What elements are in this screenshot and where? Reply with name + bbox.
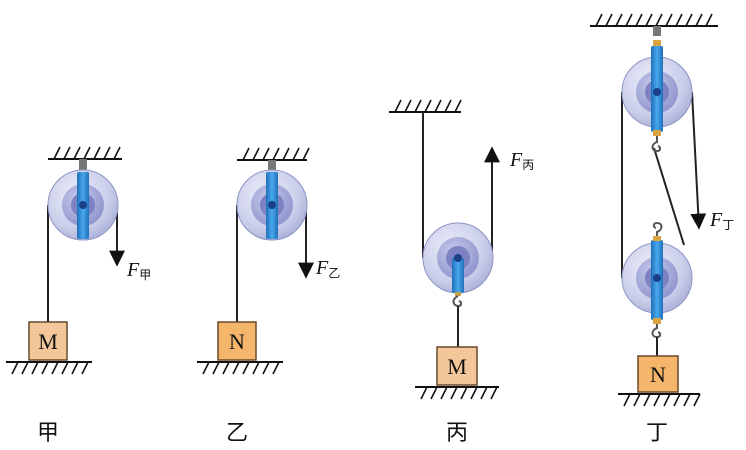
block-label-yi: N xyxy=(229,329,245,354)
caption-yi: 乙 xyxy=(226,421,248,446)
caption-bing: 丙 xyxy=(446,421,468,446)
pull-arrow-ding xyxy=(690,91,707,230)
hook-bottom-upper xyxy=(652,221,663,240)
hook-bing xyxy=(452,292,463,308)
ceiling-hatch-ding xyxy=(590,13,718,27)
hook-top xyxy=(651,136,662,153)
block-yi: N xyxy=(217,321,257,361)
ground-hatch-ding xyxy=(618,393,701,407)
pulley-bing xyxy=(422,222,494,294)
ceiling-hatch-yi xyxy=(237,147,310,161)
setup-yi: F乙 N 乙 xyxy=(197,147,340,446)
caption-jia: 甲 xyxy=(37,421,59,446)
setup-ding: F丁 N 丁 xyxy=(590,13,734,446)
force-label-ding: F丁 xyxy=(709,209,734,232)
pulley-ding-top xyxy=(621,40,693,136)
pulley-ding-bottom xyxy=(621,221,693,324)
block-bing: M xyxy=(436,346,478,386)
pulley-jia xyxy=(47,169,119,241)
block-label-ding: N xyxy=(650,362,666,387)
pulley-yi xyxy=(236,169,308,241)
hook-bottom-lower xyxy=(651,324,662,339)
setup-jia: F甲 M 甲 xyxy=(6,146,151,446)
ground-hatch-bing xyxy=(415,386,499,400)
caption-ding: 丁 xyxy=(646,421,668,446)
setup-bing: F丙 M 丙 xyxy=(389,99,534,446)
block-jia: M xyxy=(28,321,68,361)
ground-hatch-jia xyxy=(6,361,92,375)
force-label-jia: F甲 xyxy=(126,259,151,282)
block-label-jia: M xyxy=(38,329,58,354)
force-label-yi: F乙 xyxy=(315,257,340,280)
mount-bolt xyxy=(653,26,661,36)
mount-bolt xyxy=(268,160,276,172)
mount-bolt xyxy=(79,159,87,171)
block-label-bing: M xyxy=(447,354,467,379)
ground-hatch-yi xyxy=(197,361,283,375)
ceiling-hatch-bing xyxy=(389,99,462,113)
rope-diagonal xyxy=(653,147,685,246)
ceiling-hatch-jia xyxy=(48,146,122,160)
block-ding: N xyxy=(637,355,679,393)
force-label-bing: F丙 xyxy=(509,149,534,172)
